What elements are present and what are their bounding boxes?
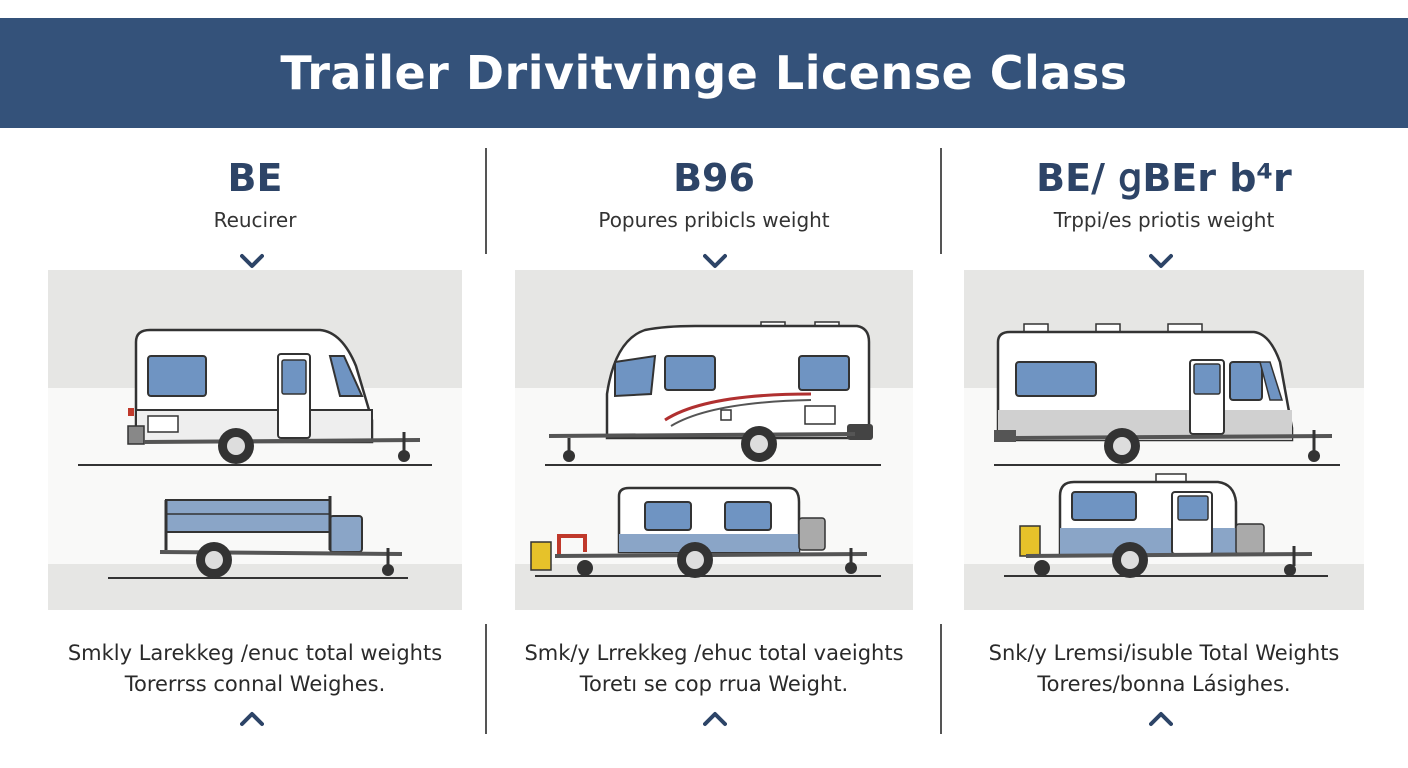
class-heading-be-ber: BE/ 𝗀BEr b⁴r [1036,156,1292,200]
description-line: Snk/y Lremsi/isuble Total Weights [988,641,1340,665]
chevron-down-icon [703,254,727,268]
small-camper-trailer-icon [530,486,881,578]
small-camper-trailer-icon [1004,473,1328,578]
class-description: Snk/y Lremsi/isuble Total Weights Torere… [964,638,1364,700]
column-divider [940,148,942,254]
trailer-illustration-panel [964,270,1364,610]
trailer-illustration-panel [515,270,913,610]
trailer-illustration-panel [48,270,462,610]
column-divider [485,624,487,734]
chevron-up-icon [703,712,727,726]
class-subtitle: Trppi/es priotis weight [1053,208,1275,232]
description-line: Torerrss connal Weighes. [124,672,386,696]
description-line: Smkly Larekkeg /enuc total weights [67,641,443,665]
description-line: Toretı se cop rrua Weight. [579,672,849,696]
caravan-trailer-icon [78,328,432,466]
chevron-up-icon [1149,712,1173,726]
chevron-down-icon [240,254,264,268]
column-divider [940,624,942,734]
caravan-trailer-icon [545,321,881,466]
chevron-up-icon [240,712,264,726]
class-subtitle: Reucirer [213,208,297,232]
page-title: Trailer Drivitvinge License Class [280,46,1128,100]
class-description: Smkly Larekkeg /enuc total weights Torer… [48,638,462,700]
column-divider [485,148,487,254]
description-line: Smk/y Lrrekkeg /ehuc total vaeights [524,641,904,665]
class-heading-be: BE [227,156,283,200]
caravan-trailer-icon [994,323,1340,466]
chevron-down-icon [1149,254,1173,268]
class-subtitle: Popures pribicls weight [598,208,830,232]
class-heading-b96: B96 [673,156,755,200]
utility-trailer-icon [108,496,408,579]
title-banner: Trailer Drivitvinge License Class [0,18,1408,128]
description-line: Toreres/bonna Lásighes. [1037,672,1291,696]
class-description: Smk/y Lrrekkeg /ehuc total vaeights Tore… [515,638,913,700]
